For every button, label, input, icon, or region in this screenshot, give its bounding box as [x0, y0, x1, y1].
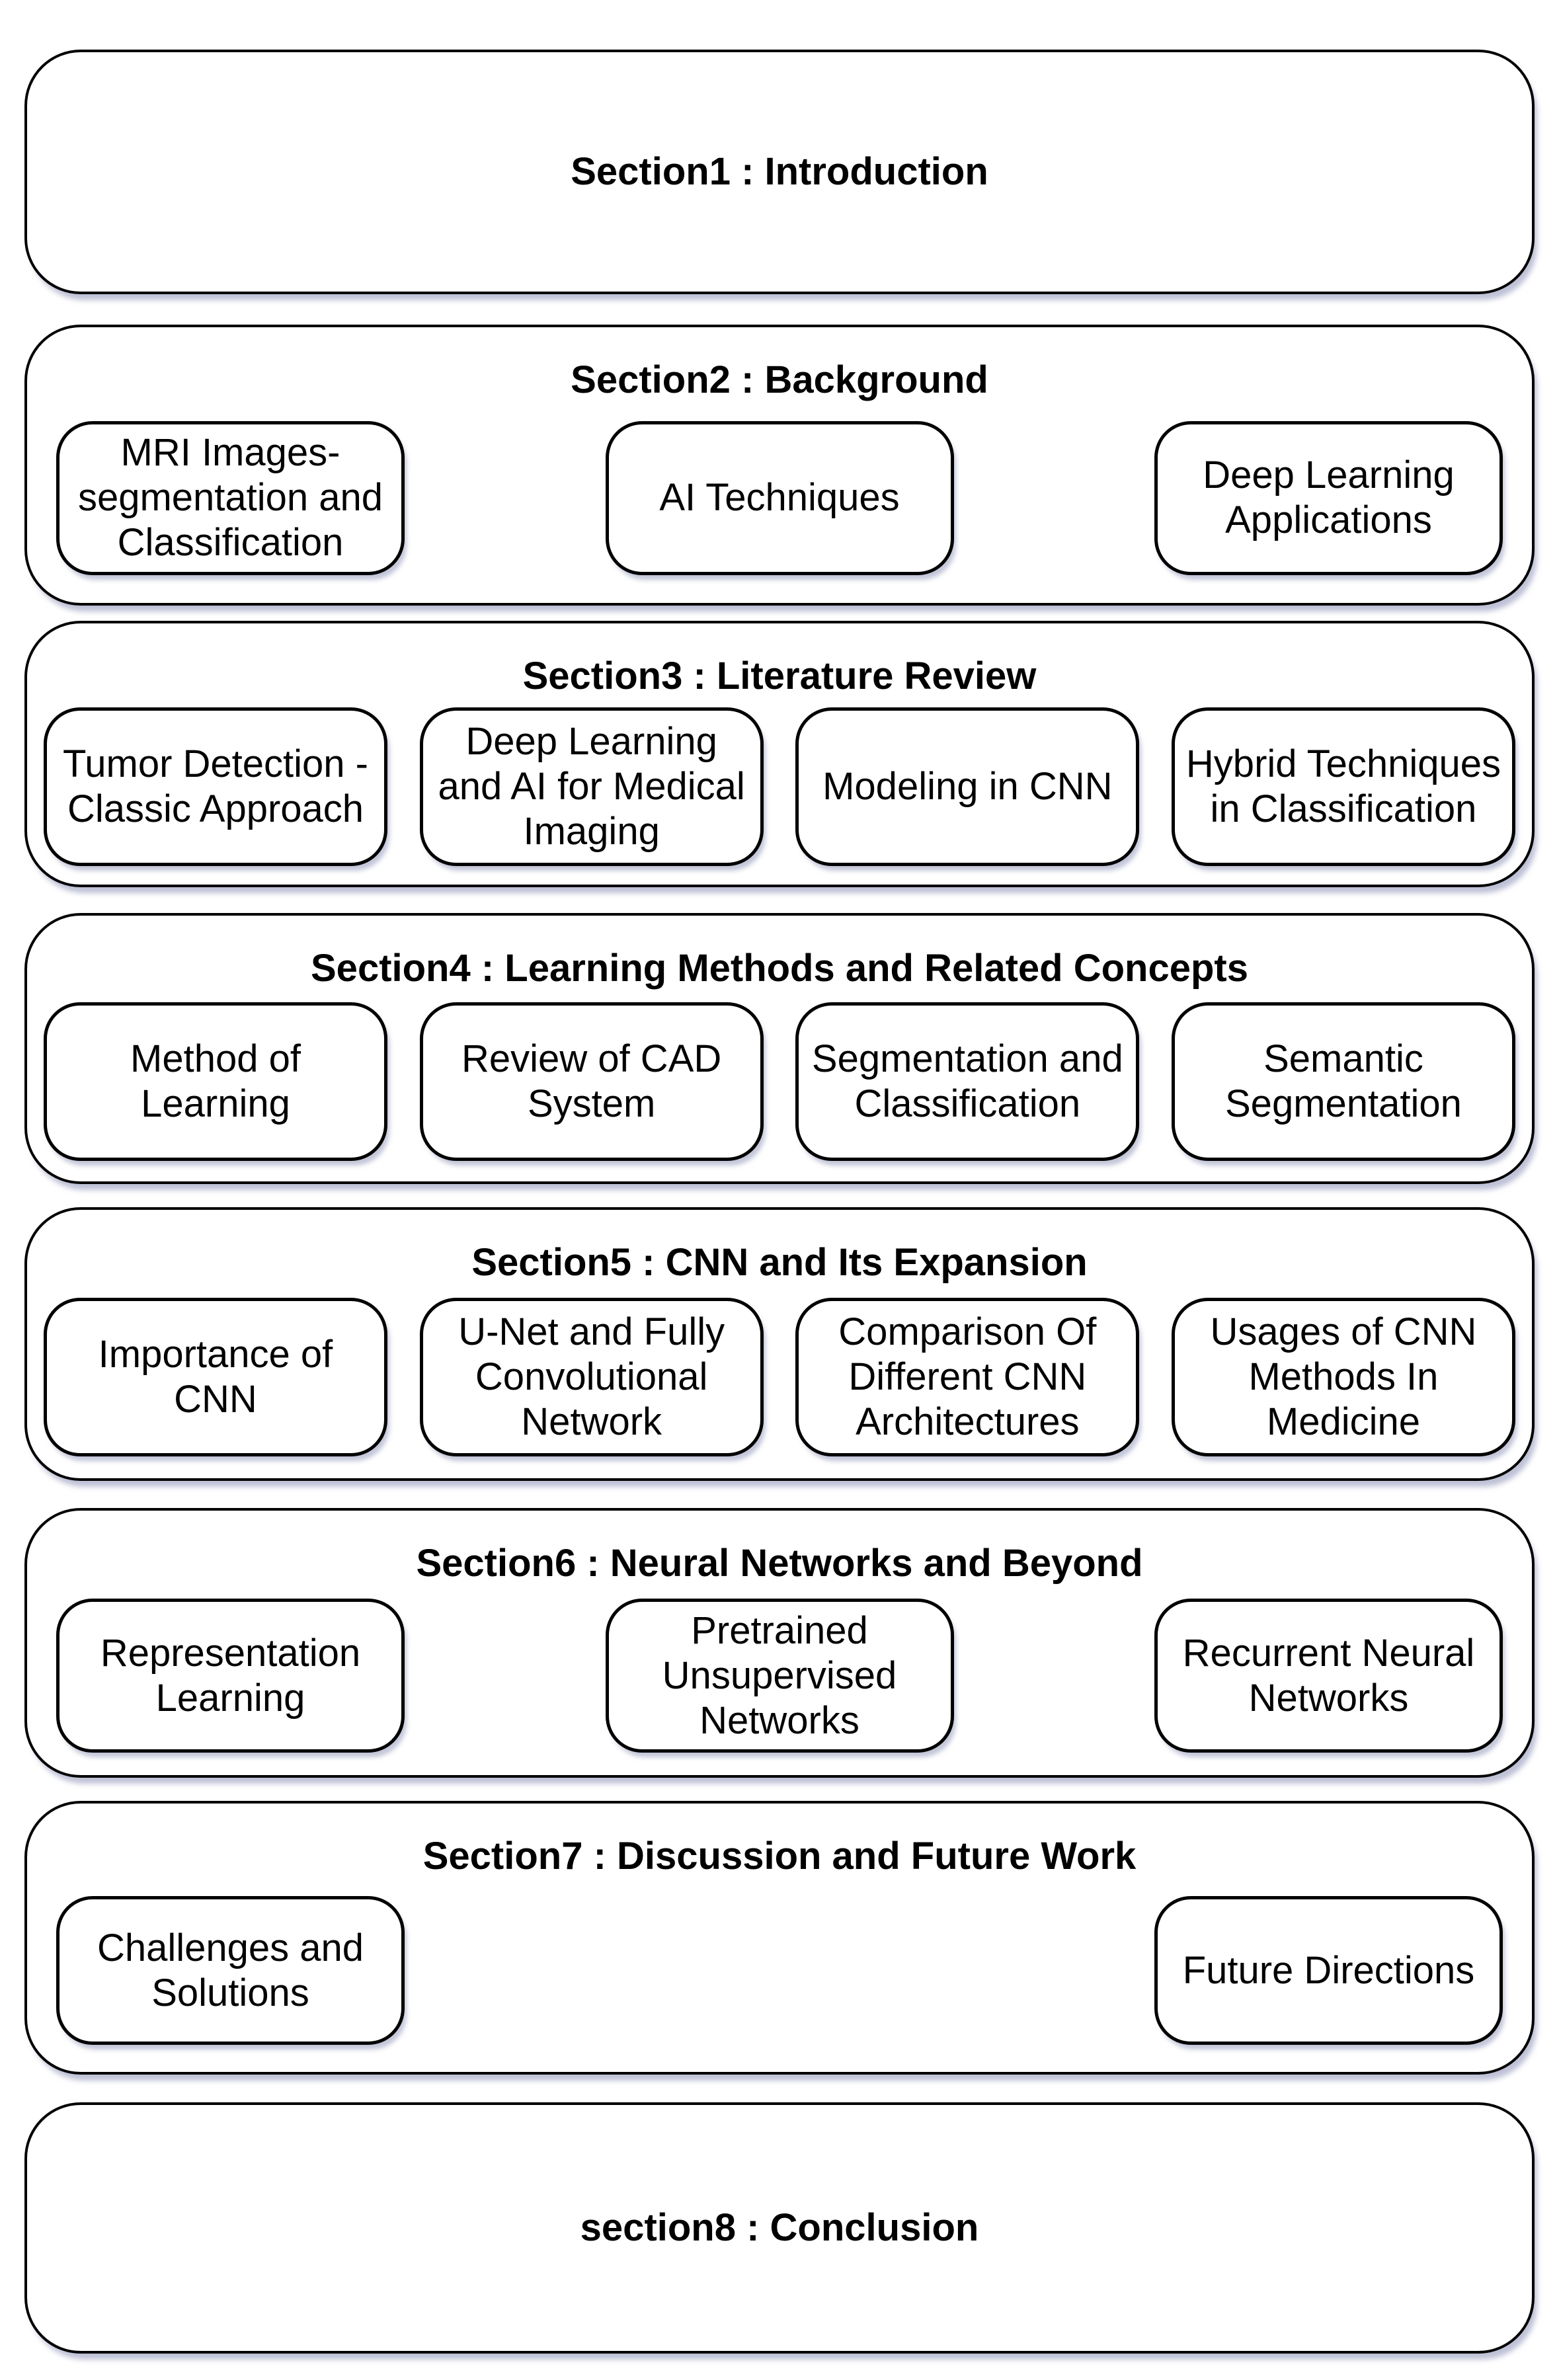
subtopic-box-unet-fully-convolutional: U-Net and Fully Convolutional Network [419, 1297, 764, 1456]
section-8-conclusion: section8 : Conclusion [24, 2102, 1535, 2354]
subtopic-box-future-directions: Future Directions [1154, 1896, 1503, 2045]
section-1-title: Section1 : Introduction [571, 150, 988, 194]
subtopic-box-hybrid-techniques: Hybrid Techniques in Classification [1171, 707, 1515, 867]
section-7-discussion-future-work: Section7 : Discussion and Future Work Ch… [24, 1801, 1535, 2075]
subtopic-box-mri-images-segmentation: MRI Images-segmentation and Classificati… [56, 420, 405, 575]
section-2-background: Section2 : Background MRI Images-segment… [24, 325, 1535, 606]
section-8-title: section8 : Conclusion [580, 2206, 979, 2250]
subtopic-box-semantic-segmentation: Semantic Segmentation [1171, 1002, 1515, 1161]
section-4-title: Section4 : Learning Methods and Related … [311, 947, 1248, 990]
section-5-cnn-expansion: Section5 : CNN and Its Expansion Importa… [24, 1207, 1535, 1481]
section-6-subtopics-row: Representation Learning Pretrained Unsup… [27, 1585, 1532, 1775]
subtopic-box-method-of-learning: Method of Learning [44, 1002, 387, 1161]
section-5-title: Section5 : CNN and Its Expansion [471, 1241, 1088, 1284]
subtopic-box-pretrained-unsupervised: Pretrained Unsupervised Networks [605, 1599, 954, 1753]
subtopic-box-importance-of-cnn: Importance of CNN [44, 1297, 387, 1456]
subtopic-box-representation-learning: Representation Learning [56, 1599, 405, 1753]
subtopic-box-deep-learning-applications: Deep Learning Applications [1154, 420, 1503, 575]
section-4-learning-methods: Section4 : Learning Methods and Related … [24, 913, 1535, 1184]
section-7-title: Section7 : Discussion and Future Work [422, 1835, 1137, 1878]
section-2-title: Section2 : Background [571, 358, 988, 401]
section-2-subtopics-row: MRI Images-segmentation and Classificati… [27, 402, 1532, 603]
section-4-subtopics-row: Method of Learning Review of CAD System … [27, 990, 1532, 1181]
section-6-title: Section6 : Neural Networks and Beyond [416, 1542, 1143, 1585]
subtopic-box-segmentation-classification: Segmentation and Classification [795, 1002, 1140, 1161]
subtopic-box-cnn-methods-in-medicine: Usages of CNN Methods In Medicine [1171, 1297, 1515, 1456]
subtopic-box-modeling-in-cnn: Modeling in CNN [795, 707, 1140, 867]
subtopic-box-tumor-detection-classic: Tumor Detection - Classic Approach [44, 707, 387, 867]
subtopic-box-challenges-solutions: Challenges and Solutions [56, 1896, 405, 2045]
subtopic-box-review-of-cad-system: Review of CAD System [419, 1002, 764, 1161]
subtopic-box-ai-techniques: AI Techniques [605, 420, 954, 575]
section-3-title: Section3 : Literature Review [522, 654, 1037, 697]
section-6-neural-networks-beyond: Section6 : Neural Networks and Beyond Re… [24, 1508, 1535, 1778]
section-3-subtopics-row: Tumor Detection - Classic Approach Deep … [27, 698, 1532, 885]
subtopic-box-comparison-cnn-architectures: Comparison Of Different CNN Architecture… [795, 1297, 1140, 1456]
subtopic-box-recurrent-neural-networks: Recurrent Neural Networks [1154, 1599, 1503, 1753]
section-5-subtopics-row: Importance of CNN U-Net and Fully Convol… [27, 1285, 1532, 1478]
section-1-introduction: Section1 : Introduction [24, 50, 1535, 294]
section-7-subtopics-row: Challenges and Solutions Future Directio… [27, 1878, 1532, 2072]
subtopic-box-dl-ai-medical-imaging: Deep Learning and AI for Medical Imaging [419, 707, 764, 867]
section-3-literature-review: Section3 : Literature Review Tumor Detec… [24, 621, 1535, 887]
